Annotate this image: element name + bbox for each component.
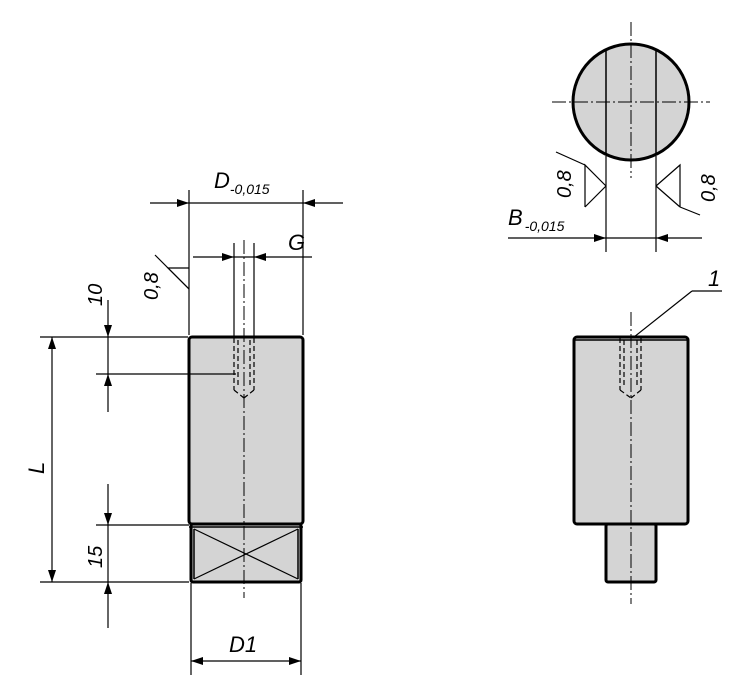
- svg-text:0,8: 0,8: [141, 272, 163, 300]
- pin-body: [187, 335, 305, 526]
- dim-10-label: 10: [85, 284, 107, 306]
- square-section: [189, 522, 303, 584]
- svg-text:0,8: 0,8: [698, 174, 720, 202]
- dim-g-label: G: [288, 230, 305, 255]
- svg-text:0,8: 0,8: [554, 170, 576, 198]
- dim-15-label: 15: [85, 545, 107, 568]
- front-view-left: D-0,015 G 0,8 10 L 15: [24, 168, 343, 675]
- callout-1-leader: [633, 290, 693, 338]
- dim-b-label: B-0,015: [508, 205, 565, 234]
- roughness-symbol-left: 0,8: [141, 254, 190, 300]
- callout-1-label: 1: [708, 266, 720, 291]
- dim-d-label: D-0,015: [214, 168, 270, 197]
- threaded-hole-hidden-side: [619, 338, 642, 399]
- threaded-hole-hidden: [233, 338, 255, 399]
- dim-l-label: L: [24, 462, 49, 474]
- side-view-right: 1: [572, 266, 722, 604]
- dim-d1-label: D1: [229, 632, 257, 657]
- roughness-symbol-right-b: 0,8: [655, 163, 720, 216]
- roughness-symbol-right-a: 0,8: [554, 151, 607, 208]
- top-view-right: B-0,015 0,8 0,8: [508, 22, 720, 252]
- flat-cross-2: [193, 528, 299, 580]
